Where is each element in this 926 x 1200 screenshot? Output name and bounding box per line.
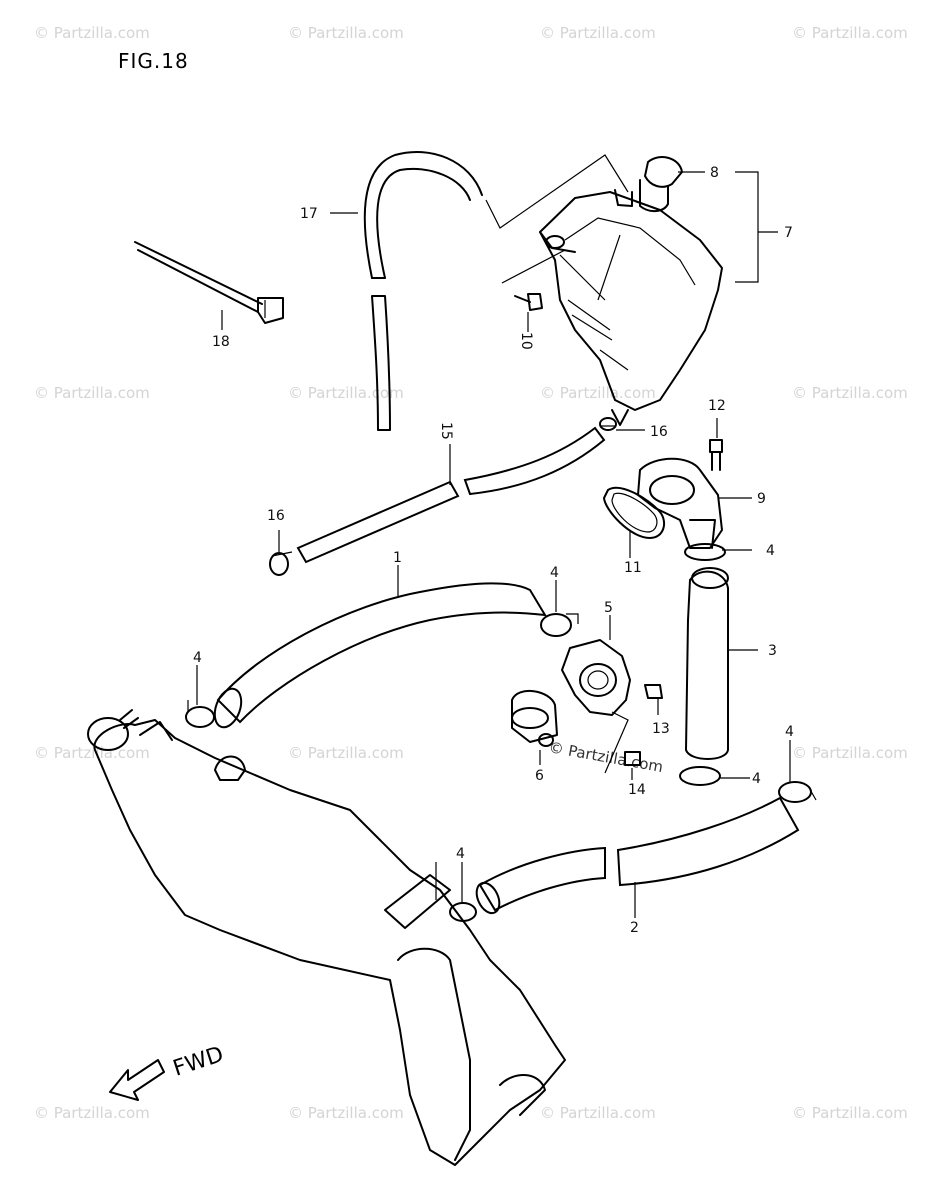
watermark-grid: © Partzilla.com © Partzilla.com © Partzi…: [34, 24, 908, 1122]
part-16-clamp[interactable]: [599, 417, 617, 431]
leader-lines: [196, 154, 791, 918]
callout-1: 1: [393, 550, 402, 566]
callout-8: 9: [757, 491, 766, 507]
callout-4: 4: [785, 724, 794, 740]
part-4-clamp[interactable]: [540, 613, 579, 637]
callout-4: 4: [456, 846, 465, 862]
callout-9: 11: [624, 560, 642, 576]
part-13-cap[interactable]: [639, 156, 683, 212]
part-16-clamp[interactable]: [269, 551, 293, 576]
part-11-screw[interactable]: [644, 684, 663, 699]
callout-6: 6: [535, 768, 544, 784]
callout-18: 18: [212, 334, 230, 350]
callout-15: 15: [438, 422, 454, 440]
watermark: © Partzilla.com: [288, 24, 404, 42]
callouts: 8 7 17 18 10 16 15 16 12 9 11 4 1 4 5 3 …: [193, 165, 794, 936]
callout-2: 2: [630, 920, 639, 936]
callout-16: 16: [267, 508, 285, 524]
fwd-label: FWD: [170, 1042, 227, 1082]
part-4-clamp[interactable]: [778, 781, 817, 803]
watermark: © Partzilla.com: [34, 384, 150, 402]
callout-10: 12: [708, 398, 726, 414]
callout-16: 16: [650, 424, 668, 440]
watermark: © Partzilla.com: [34, 1104, 150, 1122]
callout-11: 13: [652, 721, 670, 737]
callout-14: 10: [518, 332, 534, 350]
part-3-hose[interactable]: [684, 567, 729, 760]
watermark: © Partzilla.com: [34, 744, 150, 762]
callout-3: 3: [768, 643, 777, 659]
part-15-hose[interactable]: [296, 426, 606, 564]
watermark: © Partzilla.com: [540, 1104, 656, 1122]
watermark: © Partzilla.com: [792, 384, 908, 402]
callout-13: 8: [710, 165, 719, 181]
part-18-strap[interactable]: [134, 241, 284, 324]
part-17-overflow-hose[interactable]: [363, 150, 483, 431]
part-1-hose[interactable]: [210, 582, 547, 730]
part-14-bolt[interactable]: [514, 293, 543, 311]
part-7-bolt[interactable]: [624, 751, 641, 766]
callout-12: 7: [784, 225, 793, 241]
watermark: © Partzilla.com: [540, 24, 656, 42]
callout-4: 4: [766, 543, 775, 559]
callout-4: 4: [193, 650, 202, 666]
watermark: © Partzilla.com: [288, 384, 404, 402]
callout-7: 14: [628, 782, 646, 798]
part-4-clamp[interactable]: [185, 700, 215, 728]
callout-4: 4: [752, 771, 761, 787]
figure-title: FIG.18: [118, 49, 189, 73]
part-4-clamp[interactable]: [449, 902, 477, 922]
radiator: [87, 709, 566, 1166]
watermark: © Partzilla.com: [288, 1104, 404, 1122]
part-6-thermostat[interactable]: [511, 689, 558, 747]
watermark: © Partzilla.com: [288, 744, 404, 762]
part-9-gasket[interactable]: [603, 486, 666, 539]
part-5-housing[interactable]: [561, 639, 631, 716]
watermark: © Partzilla.com: [792, 744, 908, 762]
watermark: © Partzilla.com: [792, 24, 908, 42]
part-4-clamp[interactable]: [679, 766, 721, 786]
part-2-hose[interactable]: [472, 796, 800, 917]
callout-5: 5: [604, 600, 613, 616]
watermark: © Partzilla.com: [34, 24, 150, 42]
watermark: © Partzilla.com: [792, 1104, 908, 1122]
part-10-bolt[interactable]: [709, 439, 723, 471]
callout-17: 17: [300, 206, 318, 222]
part-4-clamp[interactable]: [684, 543, 726, 561]
fwd-arrow: FWD: [109, 1042, 227, 1101]
part-8-cover[interactable]: [637, 457, 723, 549]
watermark: © Partzilla.com: [540, 384, 656, 402]
callout-4: 4: [550, 565, 559, 581]
part-12-reservoir-tank[interactable]: [539, 189, 723, 426]
